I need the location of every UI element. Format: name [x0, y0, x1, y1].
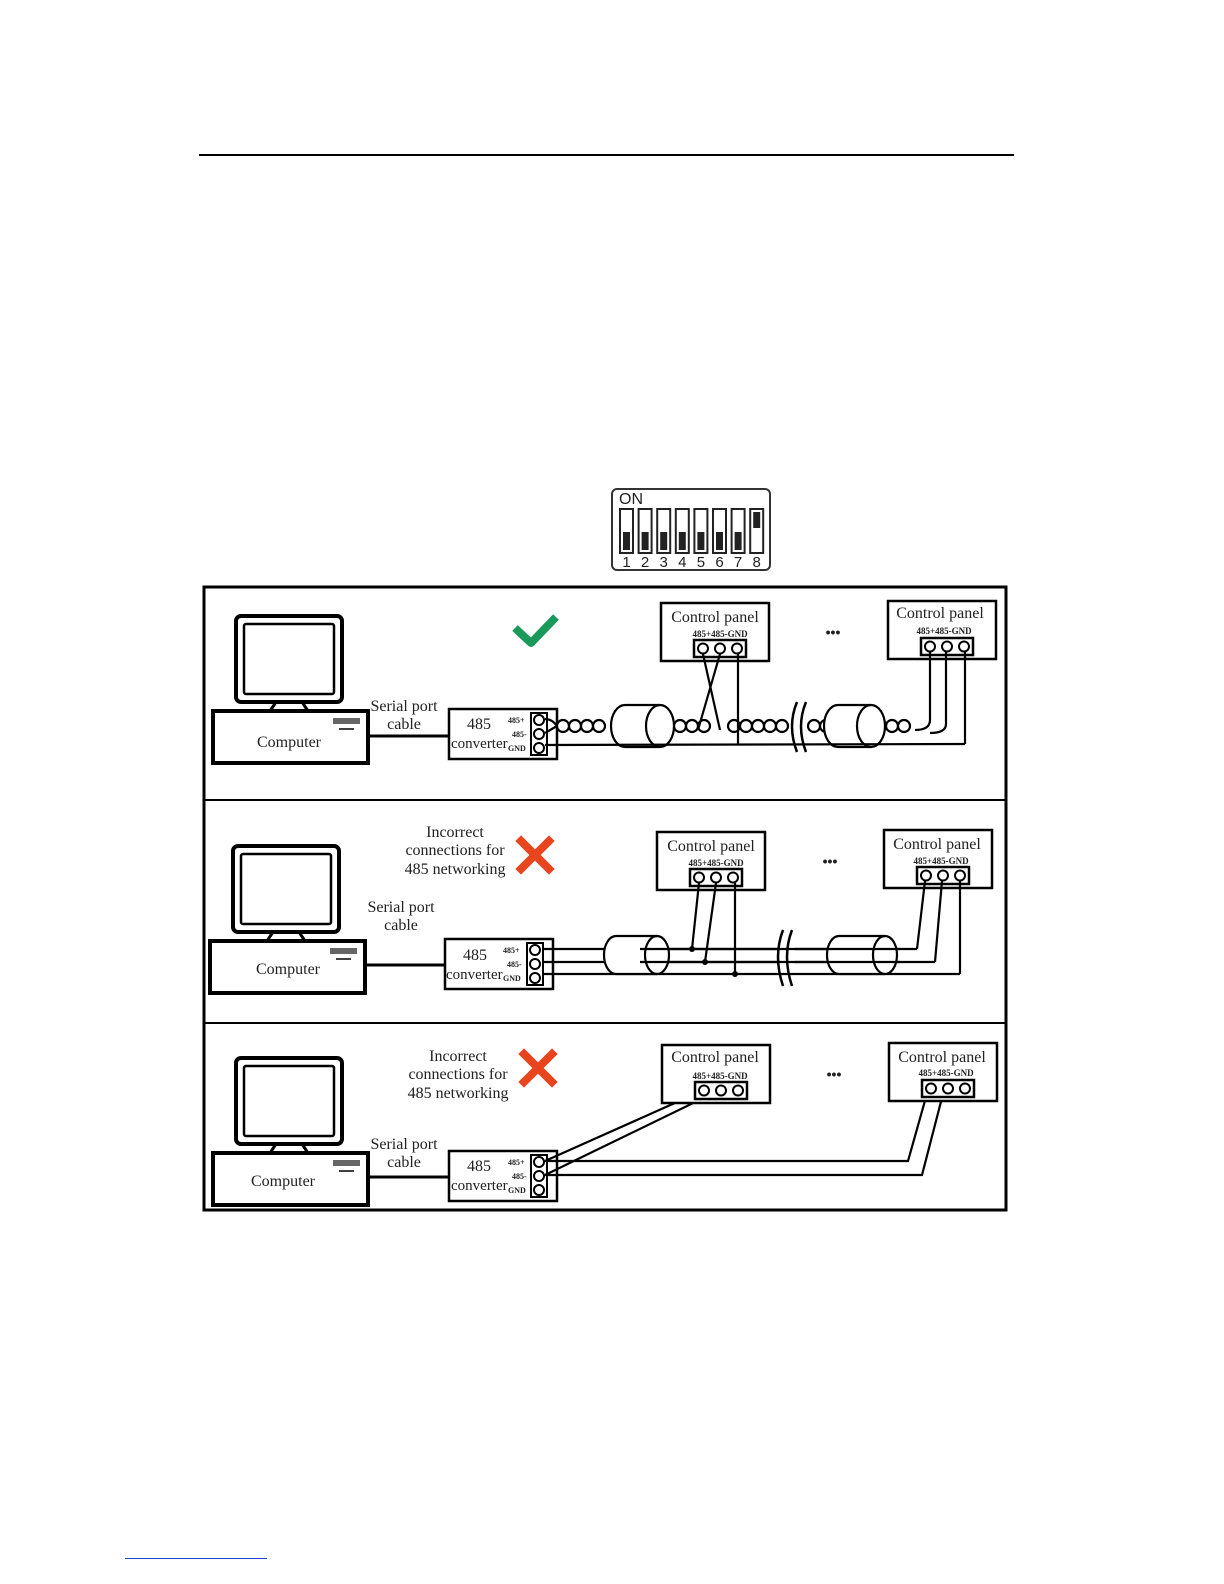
dip-number-4: 4: [678, 554, 686, 571]
dip-knob-7: [734, 532, 742, 550]
computer-label: Computer: [251, 1173, 316, 1190]
serial-cable-label-2: cable: [387, 716, 421, 733]
dip-knob-8: [753, 512, 761, 528]
terminal-gnd-label: GND: [503, 974, 521, 983]
dip-knob-4: [678, 532, 686, 550]
serial-cable-label: Serial port: [370, 698, 438, 715]
ellipsis: •••: [826, 624, 841, 640]
panel-1-terminal-label: 485+485-GND: [688, 858, 744, 868]
incorrect-note-line1: Incorrect: [429, 1048, 487, 1065]
incorrect-wiring-panel-1: Computer Serial port cable 485 converter…: [208, 824, 994, 995]
serial-cable-label-2: cable: [387, 1154, 421, 1171]
ellipsis: •••: [823, 853, 838, 869]
computer-label: Computer: [257, 734, 322, 751]
panel-2-terminal-label: 485+485-GND: [913, 856, 969, 866]
incorrect-cross-icon: [521, 841, 549, 869]
incorrect-note-line3: 485 networking: [405, 861, 506, 878]
panel-1-terminal-label: 485+485-GND: [692, 1071, 748, 1081]
converter-label-2: converter: [451, 1178, 508, 1194]
serial-cable-label: Serial port: [367, 899, 435, 916]
correct-wiring-panel: Computer Serial port cable 485 converter…: [211, 599, 998, 765]
twisted-pair-cable: [544, 701, 912, 753]
terminal-gnd-label: GND: [508, 744, 526, 753]
terminal-plus-label: 485+: [503, 946, 520, 955]
incorrect-note-line2: connections for: [405, 842, 505, 859]
control-panel-1-label: Control panel: [671, 1049, 759, 1066]
correct-check-icon: [512, 614, 559, 647]
dip-number-8: 8: [753, 554, 761, 571]
dip-knob-2: [641, 532, 649, 550]
dip-knob-6: [716, 532, 723, 550]
dip-toggles: [619, 508, 765, 554]
header-rule: [199, 154, 1014, 156]
panel-2-terminal-label: 485+485-GND: [918, 1068, 974, 1078]
control-panel-2-label: Control panel: [896, 605, 984, 622]
converter-label: 485: [467, 1158, 491, 1175]
terminal-gnd-label: GND: [508, 1186, 526, 1195]
dip-number-3: 3: [660, 554, 668, 571]
converter-label: 485: [467, 716, 491, 733]
dip-number-1: 1: [622, 554, 630, 571]
panel-2-terminal-label: 485+485-GND: [916, 626, 972, 636]
serial-cable-label-2: cable: [384, 917, 418, 934]
terminal-plus-label: 485+: [508, 716, 525, 725]
panel-1-terminal-label: 485+485-GND: [692, 629, 748, 639]
incorrect-cross-icon: [524, 1054, 552, 1082]
incorrect-note-line2: connections for: [408, 1066, 508, 1083]
incorrect-note-line1: Incorrect: [426, 824, 484, 841]
serial-cable-label: Serial port: [370, 1136, 438, 1153]
terminal-minus-label: 485-: [507, 960, 522, 969]
dip-number-2: 2: [641, 554, 649, 571]
control-panel-1-label: Control panel: [667, 838, 755, 855]
control-panel-1-label: Control panel: [671, 609, 759, 626]
diagram-frame: [202, 585, 1008, 1212]
converter-label: 485: [463, 947, 487, 964]
dip-number-6: 6: [715, 554, 723, 571]
dip-knob-1: [623, 532, 630, 550]
incorrect-wiring-panel-2: Computer Serial port cable 485 converter…: [211, 1041, 999, 1207]
dip-knob-3: [660, 532, 668, 550]
incorrect-note-line3: 485 networking: [408, 1085, 509, 1102]
converter-label-2: converter: [446, 967, 503, 983]
dip-on-label: ON: [619, 491, 643, 508]
terminal-minus-label: 485-: [512, 1172, 527, 1181]
terminal-minus-label: 485-: [512, 730, 527, 739]
ellipsis: •••: [827, 1066, 842, 1082]
converter-label-2: converter: [451, 736, 508, 752]
terminal-plus-label: 485+: [508, 1158, 525, 1167]
footer-rule: [125, 1558, 267, 1559]
computer-label: Computer: [256, 961, 321, 978]
control-panel-2-label: Control panel: [898, 1049, 986, 1066]
dip-number-7: 7: [734, 554, 742, 571]
dip-knob-5: [697, 532, 705, 550]
dip-number-5: 5: [697, 554, 705, 571]
control-panel-2-label: Control panel: [893, 836, 981, 853]
